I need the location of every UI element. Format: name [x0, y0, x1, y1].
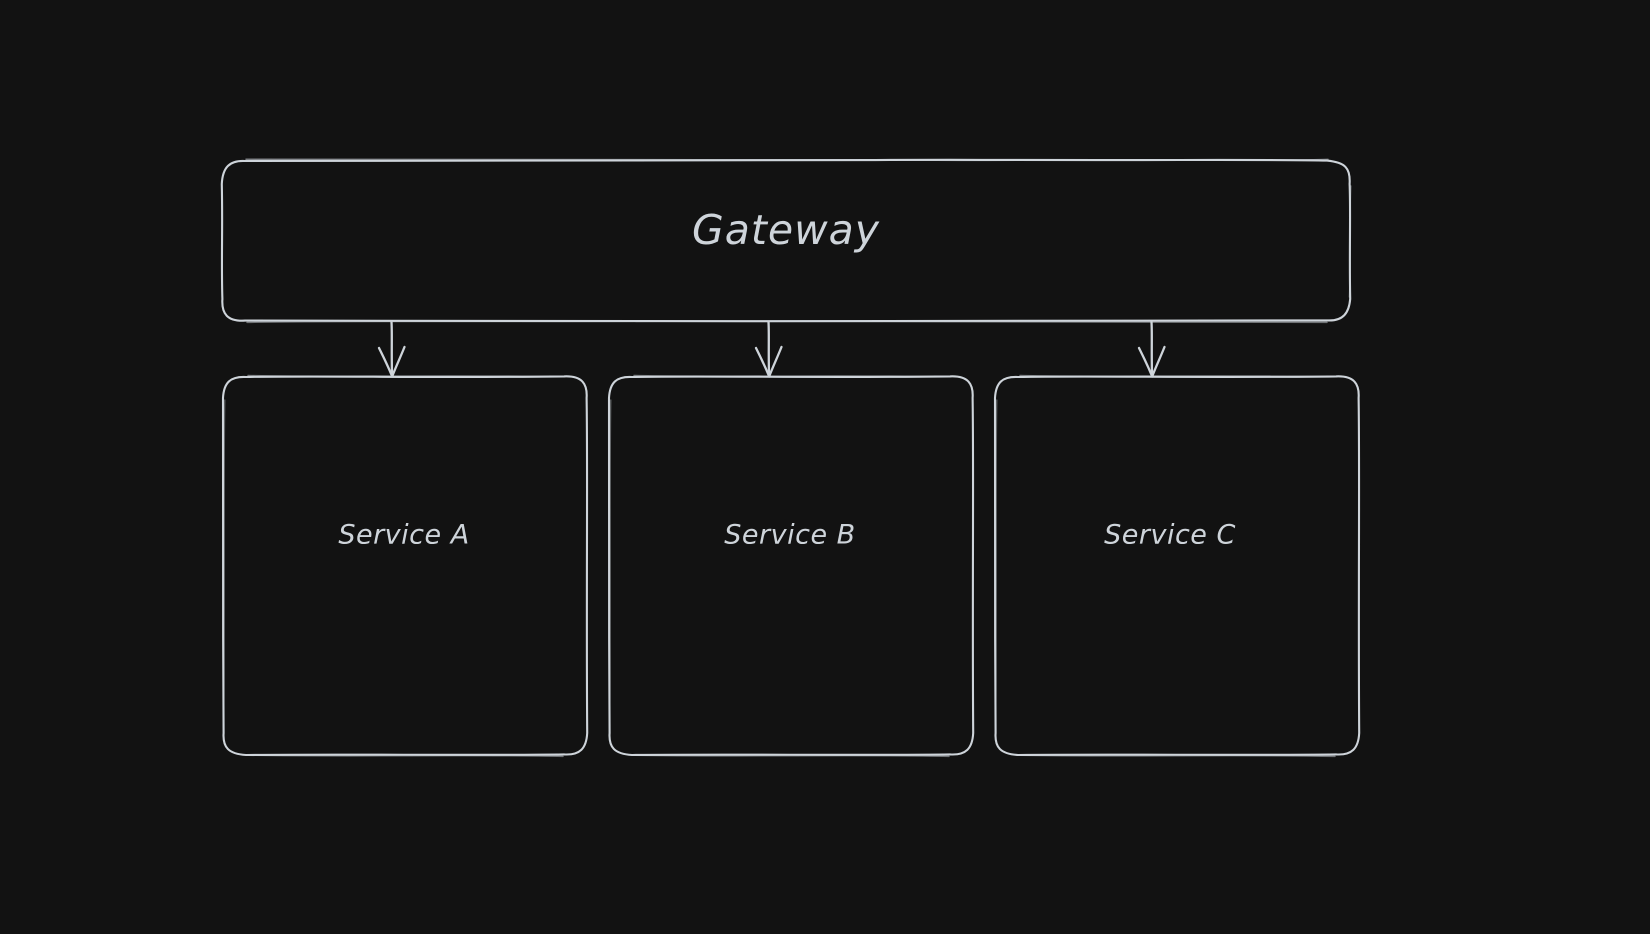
edge-gateway-service-c[interactable]	[1137, 320, 1166, 378]
node-service-b-shape[interactable]	[607, 374, 975, 758]
node-label-service-c: Service C	[1104, 519, 1236, 551]
node-service-a-shape[interactable]	[221, 374, 589, 758]
edge-gateway-service-b[interactable]	[754, 320, 783, 378]
node-gateway-shape[interactable]	[220, 158, 1352, 324]
node-label-service-a: Service A	[338, 519, 470, 551]
node-label-service-b: Service B	[724, 519, 856, 551]
node-service-c-shape[interactable]	[993, 374, 1361, 758]
edge-gateway-service-a[interactable]	[377, 320, 406, 378]
node-label-gateway: Gateway	[691, 206, 881, 254]
